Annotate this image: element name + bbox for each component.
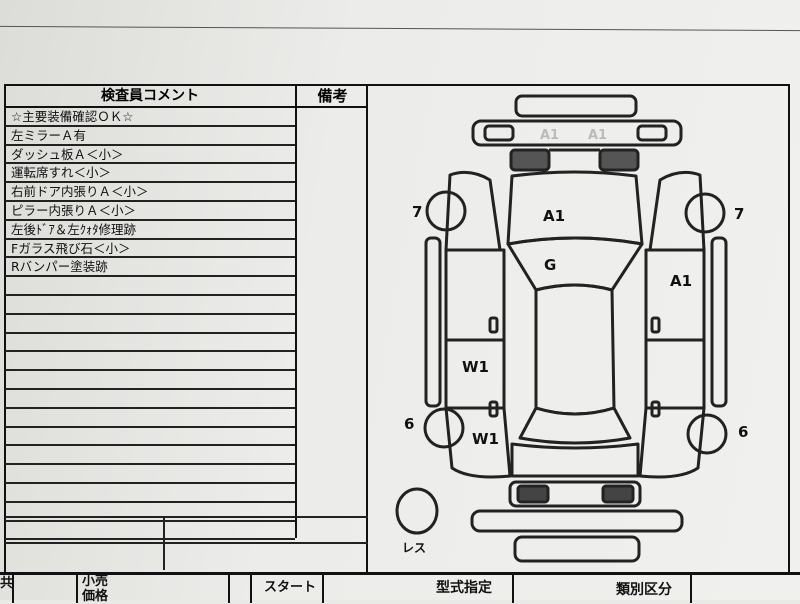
comment-row <box>5 352 295 372</box>
rear-glass[interactable] <box>518 406 632 445</box>
roof[interactable] <box>534 283 616 416</box>
model-designation-label: 型式指定 <box>436 580 492 596</box>
left-front-fender[interactable] <box>444 170 502 252</box>
right-rear-quarter[interactable] <box>638 406 706 479</box>
rear-left-wheel[interactable] <box>423 407 465 449</box>
retail-price-label-top: 小売 <box>82 574 109 589</box>
right-fog-lamp <box>598 148 640 172</box>
comment-row <box>5 277 295 296</box>
rear-panel <box>508 480 642 508</box>
left-headlight <box>483 124 515 142</box>
comment-row <box>5 296 295 315</box>
comment-row <box>5 315 295 334</box>
row-divider <box>295 108 297 538</box>
comment-row <box>5 428 295 447</box>
remarks-header: 備考 <box>317 87 348 105</box>
left-front-door[interactable] <box>444 248 506 342</box>
spare-tire-label: レス <box>402 541 426 555</box>
right-front-fender[interactable] <box>648 170 706 252</box>
rear-right-wheel-label: 6 <box>738 423 748 441</box>
box-line <box>5 542 368 544</box>
left-rear-label: W1 <box>472 430 499 448</box>
footer-cell <box>78 575 230 603</box>
footer-cell <box>252 575 324 603</box>
comment-row: ピラー内張りＡ＜小＞ <box>5 202 295 221</box>
footer-cell <box>0 575 14 603</box>
left-tail-lamp <box>516 484 550 504</box>
comment-row: ☆主要装備確認ＯＫ☆ <box>5 108 295 127</box>
comment-row: Fガラス飛び石＜小＞ <box>5 240 295 259</box>
retail-price-label-bottom: 価格 <box>82 589 109 604</box>
comment-row <box>5 465 295 484</box>
rear-left-wheel-label: 6 <box>404 415 414 433</box>
comment-row: 右前ドア内張りＡ＜小＞ <box>5 183 295 202</box>
front-left-wheel[interactable] <box>425 190 467 232</box>
comment-row: 運転席すれ＜小＞ <box>5 164 295 184</box>
footer-col1: 共 <box>0 576 14 591</box>
front-panel <box>514 94 638 118</box>
windshield[interactable] <box>506 236 644 292</box>
comment-row <box>5 409 295 428</box>
left-door-label: W1 <box>462 358 489 376</box>
comment-row <box>5 446 295 466</box>
comment-row <box>5 522 295 541</box>
comment-row: ダッシュ板Ａ＜小＞ <box>5 146 295 165</box>
box-split <box>163 516 165 570</box>
comment-row <box>5 334 295 353</box>
footer-table: 共 小売 価格 スタート 型式指定 類別区分 <box>0 572 800 604</box>
right-tail-lamp <box>601 484 635 504</box>
rear-bumper[interactable] <box>470 509 684 533</box>
right-sill <box>710 236 728 408</box>
left-rear-quarter[interactable] <box>444 406 512 479</box>
front-bumper[interactable] <box>471 119 683 147</box>
column-divider <box>366 86 368 572</box>
comment-row <box>5 371 295 390</box>
left-sill <box>424 236 442 408</box>
comment-row: 左後ﾄﾞｱ＆左ｸｫﾀ修理跡 <box>5 221 295 240</box>
footer-cell <box>594 575 692 603</box>
comment-row: Rバンパー塗装跡 <box>5 258 295 278</box>
hood[interactable] <box>506 170 644 246</box>
right-front-door[interactable] <box>644 248 706 342</box>
comment-header: 検査員コメント <box>5 86 297 106</box>
start-label: スタート <box>264 580 317 595</box>
comment-rows: ☆主要装備確認ＯＫ☆左ミラーＡ有ダッシュ板Ａ＜小＞運転席すれ＜小＞右前ドア内張り… <box>5 108 368 541</box>
box-line <box>5 516 368 518</box>
front-bumper-mark: A1 <box>588 128 607 143</box>
front-left-wheel-label: 7 <box>412 203 422 221</box>
right-headlight <box>636 124 668 142</box>
spare-tire[interactable] <box>395 487 439 535</box>
trunk[interactable] <box>510 442 640 478</box>
front-bumper-mark: A1 <box>540 128 559 143</box>
comment-row <box>5 390 295 409</box>
comment-row <box>5 484 295 503</box>
rear-lower-panel <box>513 535 641 563</box>
front-right-wheel-label: 7 <box>734 205 744 223</box>
windshield-label: G <box>544 256 556 274</box>
footer-cell <box>424 575 514 603</box>
comment-row <box>5 503 295 522</box>
front-right-wheel[interactable] <box>684 192 726 234</box>
hood-label: A1 <box>543 207 565 225</box>
footer-cell <box>230 575 252 603</box>
lower-left-boxes <box>5 516 368 570</box>
right-front-fender-label: A1 <box>670 272 692 290</box>
footer-cell <box>14 575 78 603</box>
left-fog-lamp <box>509 148 551 172</box>
comment-row: 左ミラーＡ有 <box>5 127 295 146</box>
inspector-comment-table: 検査員コメント 備考 ☆主要装備確認ＯＫ☆左ミラーＡ有ダッシュ板Ａ＜小＞運転席す… <box>5 86 368 541</box>
sheet-frame <box>4 84 790 574</box>
rear-right-wheel[interactable] <box>686 413 728 455</box>
category-class-label: 類別区分 <box>616 582 672 598</box>
right-rear-door[interactable] <box>644 338 706 410</box>
